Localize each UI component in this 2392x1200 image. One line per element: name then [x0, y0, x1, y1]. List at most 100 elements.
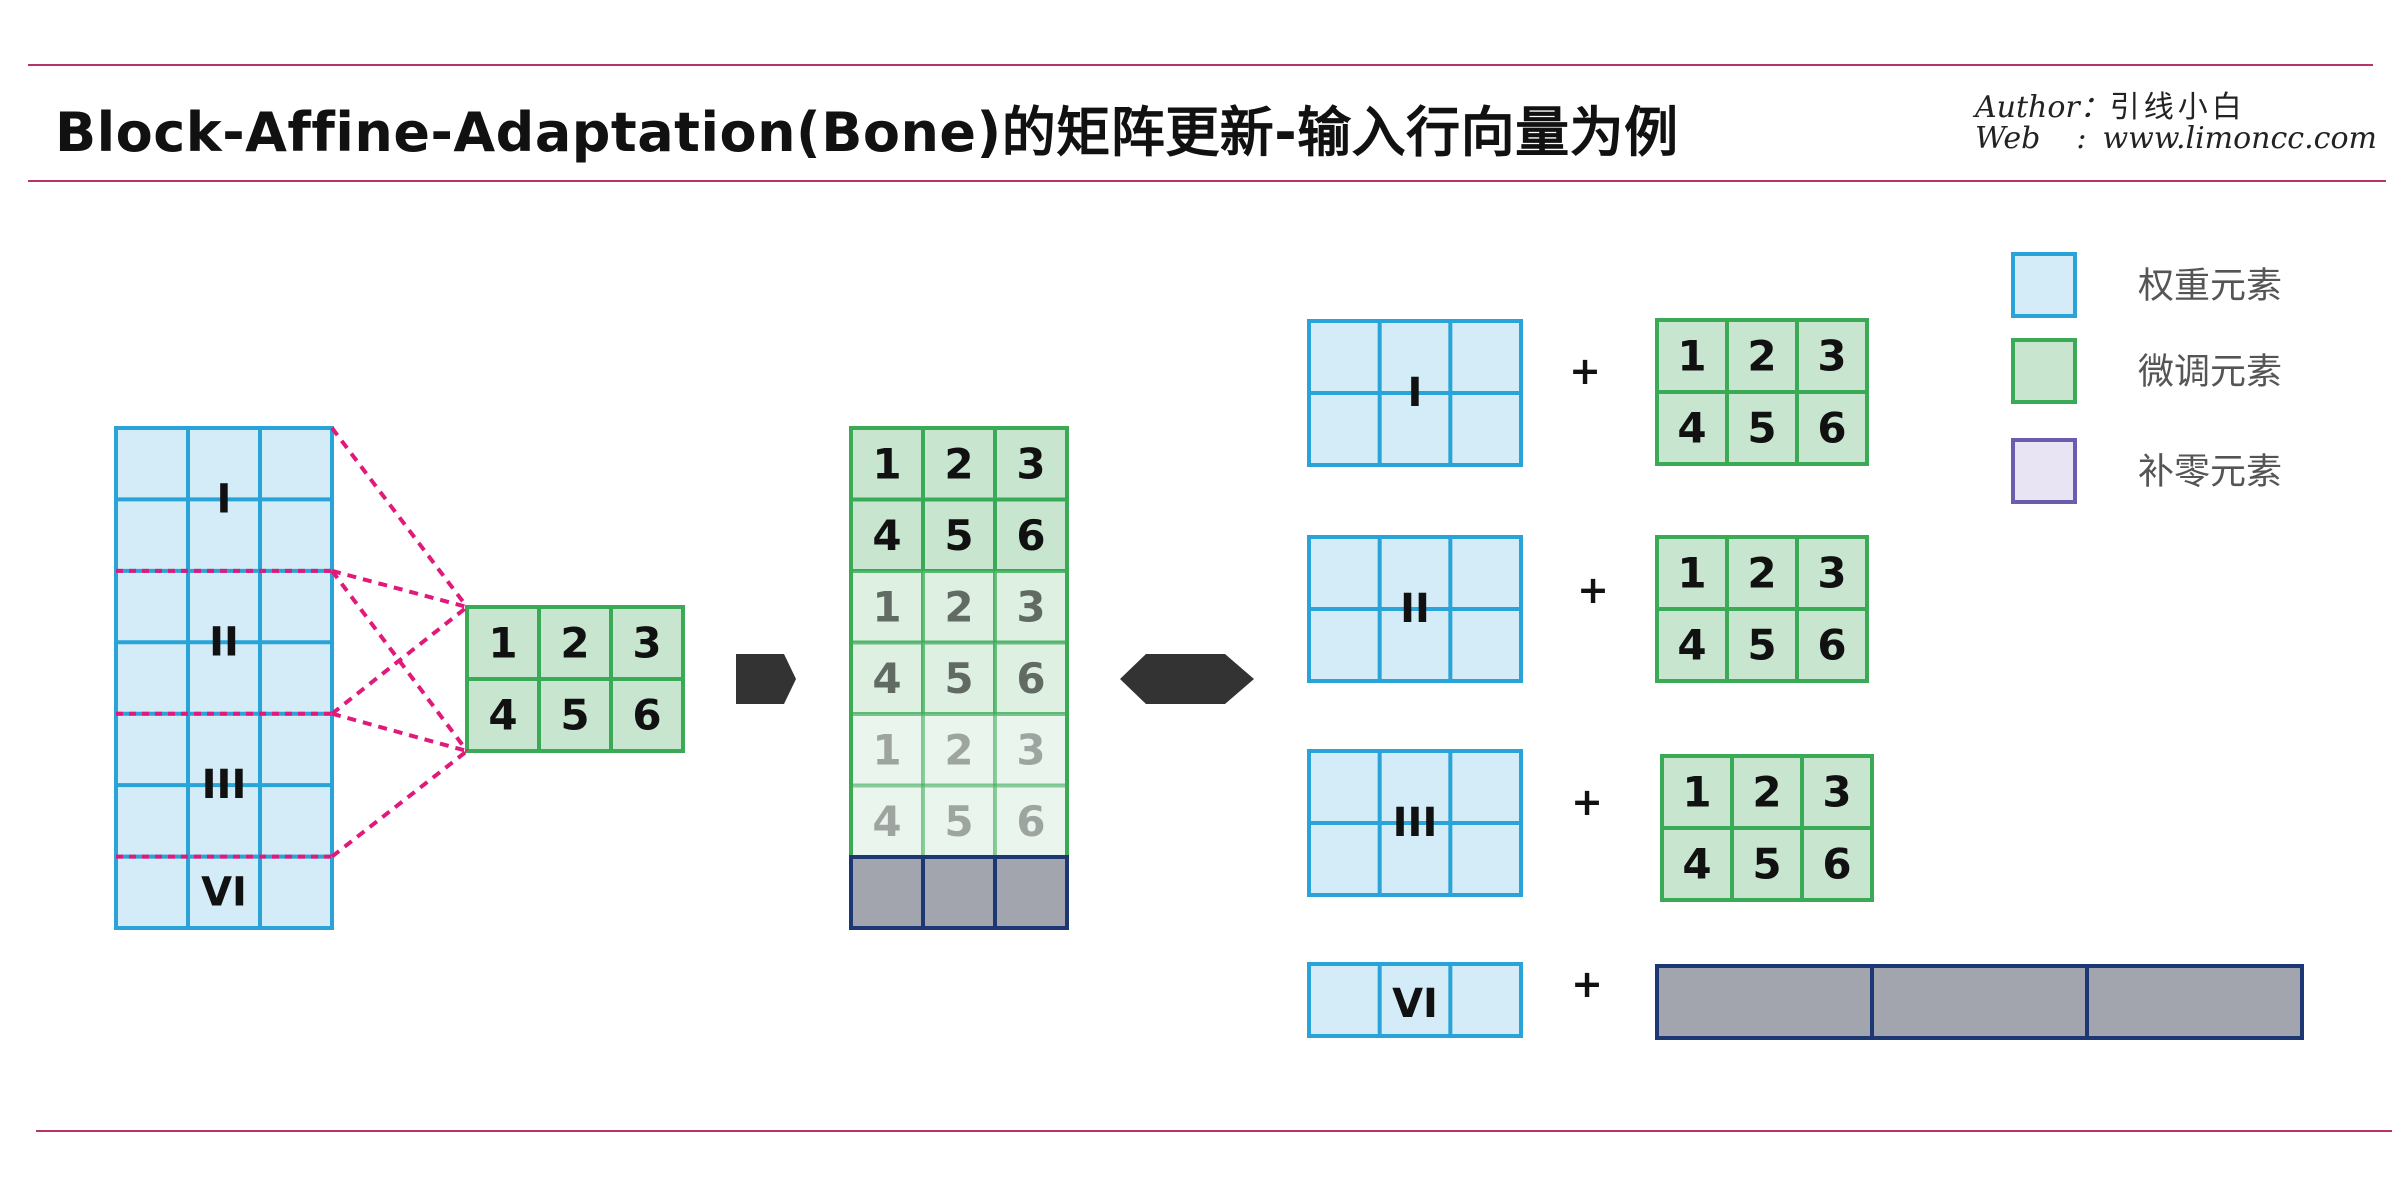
expanded-value: 6 [1016, 654, 1045, 703]
block-connector-dash [330, 749, 469, 859]
expanded-value: 2 [944, 582, 973, 631]
block-connector-dash [330, 605, 469, 716]
expanded-value: 3 [1016, 439, 1045, 488]
tune-cell [1795, 390, 1869, 466]
legend-swatch-1 [2011, 252, 2077, 318]
tune-cell [1660, 826, 1734, 902]
weight-border [1307, 535, 1523, 683]
decomp-tune-value: 2 [1747, 549, 1776, 598]
weight-block-label-2: II [209, 619, 239, 665]
finetune-matrix [465, 605, 685, 753]
weight-border [1307, 319, 1523, 467]
tune-cell [1725, 607, 1799, 683]
finetune-value: 2 [560, 619, 589, 668]
weight-block-label-3: III [202, 762, 247, 808]
expanded-value: 2 [944, 439, 973, 488]
tune-cell [993, 712, 1069, 788]
expanded-value: 4 [872, 654, 901, 703]
expanded-value: 3 [1016, 725, 1045, 774]
expanded-value: 4 [872, 797, 901, 846]
decomp-block-label-2: II [1400, 586, 1430, 632]
tune-border [465, 605, 685, 753]
weight-block-label-1: I [217, 476, 232, 522]
weight-border [114, 426, 334, 930]
legend-label-3: 补零元素 [2138, 452, 2282, 493]
block-connector-dash [331, 711, 468, 753]
web-credit: Web:www.limoncc.com [1975, 121, 2377, 156]
tune-cell [849, 497, 925, 573]
expanded-value: 1 [872, 725, 901, 774]
tune-cell [921, 712, 997, 788]
weight-border [1307, 749, 1523, 897]
legend-label-2: 微调元素 [2138, 352, 2282, 393]
decomp-tune-value: 3 [1817, 332, 1846, 381]
decomp-tune-value: 3 [1822, 768, 1851, 817]
weight-border [1307, 962, 1523, 1038]
decomp-tune-block-3 [1660, 754, 1874, 902]
plus-sign-3: + [1571, 780, 1603, 824]
expanded-value: 6 [1016, 797, 1045, 846]
weight-fill [1309, 964, 1521, 1036]
legend-label-1: 权重元素 [2138, 266, 2282, 307]
decomp-tune-value: 4 [1677, 404, 1706, 453]
expanded-value: 3 [1016, 582, 1045, 631]
padding-cell [921, 855, 997, 930]
web-url: www.limoncc.com [2102, 121, 2377, 156]
decomp-tune-value: 6 [1817, 621, 1846, 670]
decomp-tune-value: 5 [1747, 404, 1776, 453]
decomp-tune-value: 5 [1747, 621, 1776, 670]
block-connector-dash [330, 426, 469, 609]
decomp-tune-value: 4 [1677, 621, 1706, 670]
expanded-padding-row [849, 855, 1069, 930]
author-label: Author： [1975, 90, 2110, 125]
expanded-matrix [849, 426, 1069, 859]
padding-cell [849, 855, 925, 930]
expanded-value: 1 [872, 439, 901, 488]
legend-swatch-2 [2011, 338, 2077, 404]
tune-cell [1730, 754, 1804, 830]
top-rule [28, 64, 2373, 66]
finetune-value: 6 [632, 691, 661, 740]
decomp-tune-value: 1 [1677, 549, 1706, 598]
weight-fill [116, 428, 332, 928]
legend-swatch-3 [2011, 438, 2077, 504]
decomp-tune-value: 5 [1752, 840, 1781, 889]
decomp-weight-block-1 [1307, 319, 1523, 467]
expanded-value: 6 [1016, 511, 1045, 560]
decomp-tune-value: 2 [1752, 768, 1781, 817]
finetune-value: 1 [488, 619, 517, 668]
right-arrow-icon [736, 654, 796, 704]
expanded-value: 2 [944, 725, 973, 774]
decomp-tune-value: 1 [1682, 768, 1711, 817]
decomp-tune-value: 4 [1682, 840, 1711, 889]
padding-cell [1655, 964, 1874, 1040]
tune-cell [849, 569, 925, 645]
finetune-value: 5 [560, 691, 589, 740]
decomp-padding-row [1655, 964, 2304, 1040]
double-arrow-icon [1120, 654, 1254, 704]
decomp-block-label-4: VI [1392, 981, 1438, 1027]
plus-sign-2: + [1577, 568, 1609, 612]
expanded-value: 1 [872, 582, 901, 631]
decomp-tune-value: 6 [1817, 404, 1846, 453]
author-name: 引线小白 [2109, 90, 2246, 125]
decomp-tune-value: 3 [1817, 549, 1846, 598]
decomp-tune-value: 6 [1822, 840, 1851, 889]
decomp-tune-block-2 [1655, 535, 1869, 683]
tune-cell [849, 712, 925, 788]
tune-cell [1795, 535, 1869, 611]
author-credit: Author：引线小白 [1975, 82, 2246, 126]
plus-sign-1: + [1569, 349, 1601, 393]
tune-border [1655, 318, 1869, 466]
decomp-tune-block-1 [1655, 318, 1869, 466]
tune-cell [609, 605, 685, 681]
expanded-value: 5 [944, 797, 973, 846]
padding-cell [993, 855, 1069, 930]
weight-block-label-4: VI [201, 869, 247, 915]
decomp-tune-value: 2 [1747, 332, 1776, 381]
decomp-block-label-3: III [1393, 800, 1438, 846]
web-separator: : [2076, 121, 2087, 156]
page-title: Block-Affine-Adaptation(Bone)的矩阵更新-输入行向量… [55, 101, 1679, 164]
plus-sign-4: + [1571, 962, 1603, 1006]
